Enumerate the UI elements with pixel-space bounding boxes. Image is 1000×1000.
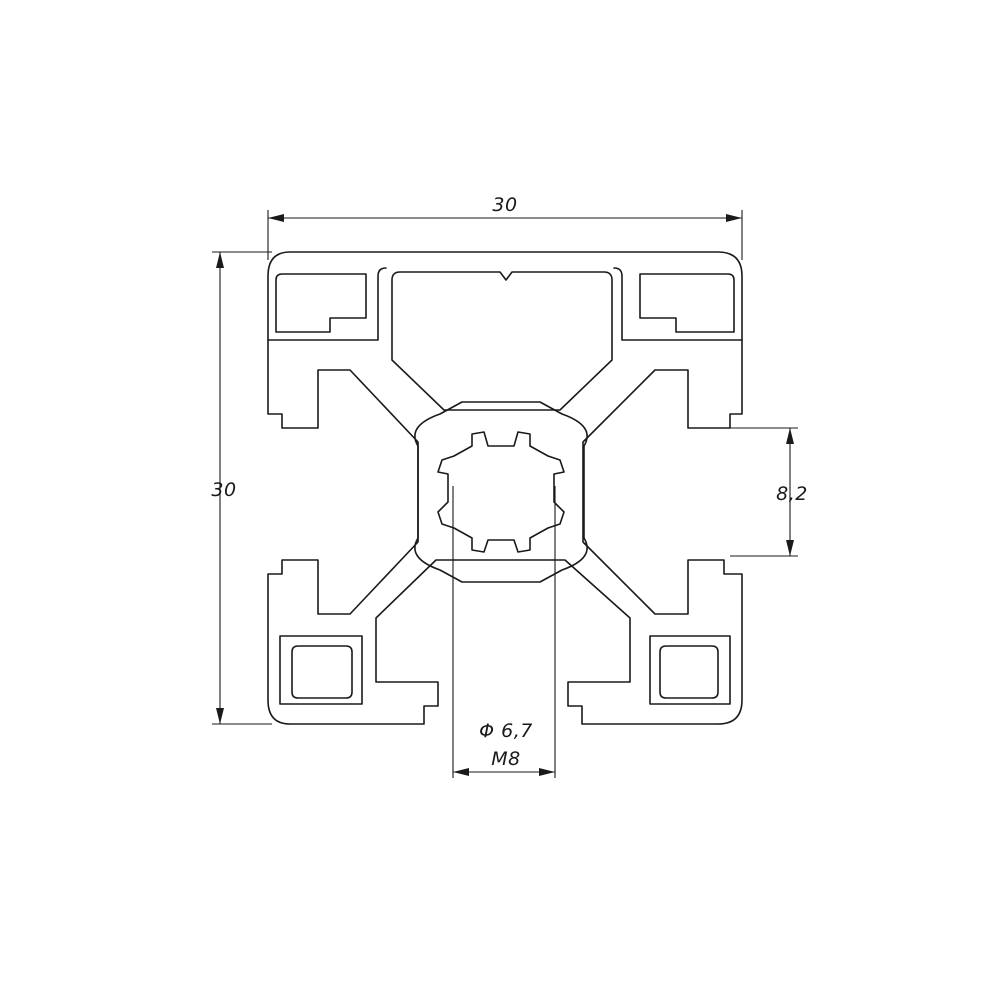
central-bore xyxy=(437,431,565,553)
slot-label: 8,2 xyxy=(776,483,808,505)
width-arrow-right xyxy=(726,214,742,222)
height-label: 30 xyxy=(211,479,236,501)
bottom-right-pocket xyxy=(649,635,731,705)
top-right-cavity xyxy=(639,273,735,333)
upper-chamber xyxy=(391,271,613,411)
profile-outline xyxy=(267,251,743,725)
bottom-left-pocket xyxy=(279,635,363,705)
bore-arrow-left xyxy=(453,768,469,776)
bottom-left-cavity xyxy=(291,645,353,699)
width-label: 30 xyxy=(492,194,517,216)
slot-arrow-top xyxy=(786,428,794,444)
height-arrow-bottom xyxy=(216,708,224,724)
top-left-cavity xyxy=(275,273,367,333)
thread-label: M8 xyxy=(491,748,520,770)
core-outline xyxy=(414,401,588,583)
top-slot-contour-right xyxy=(613,267,743,341)
slot-arrow-bottom xyxy=(786,540,794,556)
bore-arrow-right xyxy=(539,768,555,776)
bore-diameter-label: Φ 6,7 xyxy=(479,720,533,742)
top-slot-contour xyxy=(267,267,387,341)
height-arrow-top xyxy=(216,252,224,268)
width-arrow-left xyxy=(268,214,284,222)
bottom-right-cavity xyxy=(659,645,719,699)
